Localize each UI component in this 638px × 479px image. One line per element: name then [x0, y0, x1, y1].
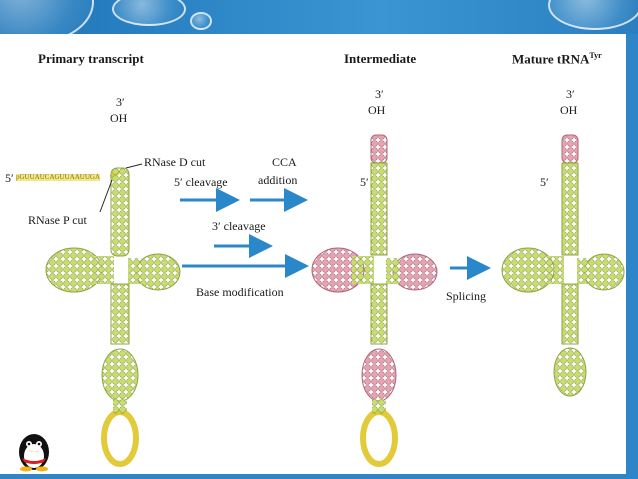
intermediate-title: Intermediate: [344, 51, 417, 66]
slide-top-band: [0, 0, 638, 34]
cca-label: CCA: [272, 155, 297, 169]
intermediate-trna: [311, 134, 438, 467]
mature-title: Mature tRNATyr: [512, 51, 602, 67]
three-cleavage-label: 3′ cleavage: [212, 219, 266, 233]
primary-5prime-label: 5′: [5, 171, 14, 185]
mature-5prime-label: 5′: [540, 175, 549, 189]
splicing-label: Splicing: [446, 289, 487, 303]
penguin-icon: [19, 434, 49, 472]
mature-3prime-label: 3′: [566, 87, 575, 101]
primary-oh-label: OH: [110, 111, 128, 125]
intermediate-5prime-label: 5′: [360, 175, 369, 189]
five-cleavage-label: 5′ cleavage: [174, 175, 228, 189]
mature-oh-label: OH: [560, 103, 578, 117]
primary-transcript-trna: [45, 167, 181, 467]
rnase-d-pointer: [125, 163, 143, 169]
addition-label: addition: [258, 173, 298, 187]
mature-trna: [501, 134, 625, 397]
intermediate-oh-label: OH: [368, 103, 386, 117]
primary-transcript-title: Primary transcript: [38, 51, 144, 66]
slide-right-band: [626, 34, 638, 479]
bubble-icon: [190, 12, 212, 30]
base-modification-label: Base modification: [196, 285, 284, 299]
rnase-p-label: RNase P cut: [28, 213, 87, 227]
rnase-p-pointer: [99, 179, 113, 213]
leader-sequence: pGUUAUCAGUUAAUUGA: [16, 173, 100, 181]
intermediate-3prime-label: 3′: [375, 87, 384, 101]
primary-3prime-label: 3′: [116, 95, 125, 109]
rnase-d-label: RNase D cut: [144, 155, 206, 169]
